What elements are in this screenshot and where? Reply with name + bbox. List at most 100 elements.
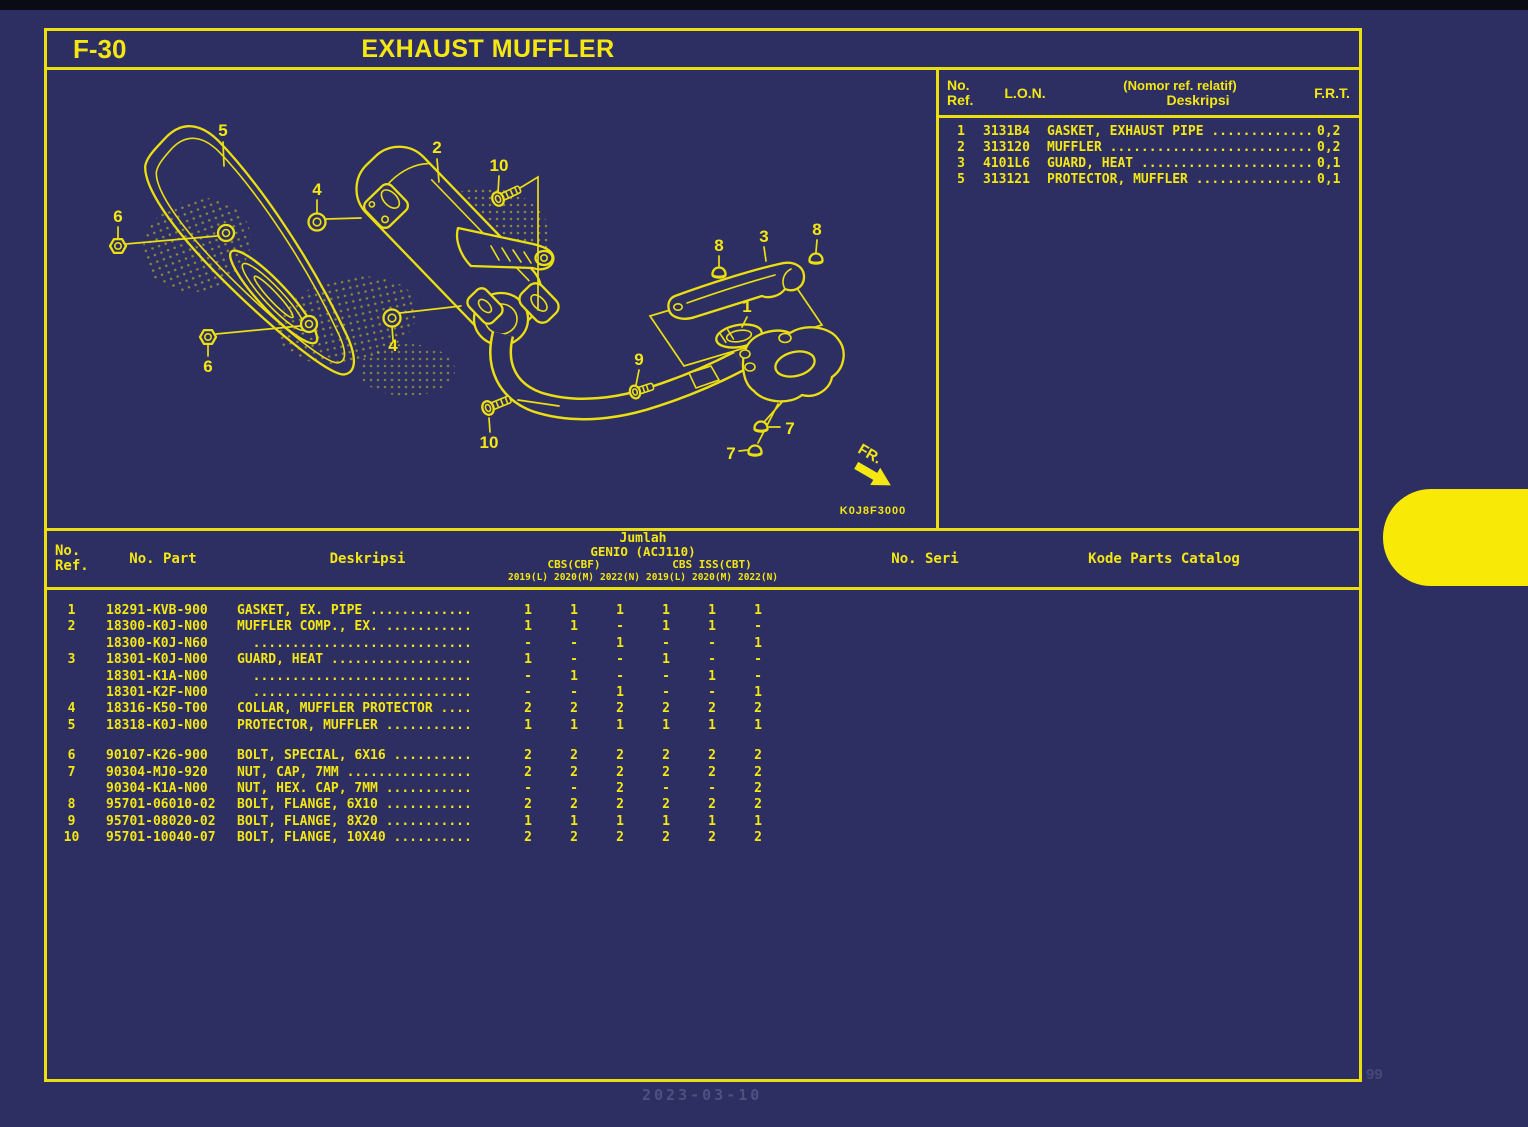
quantity-value: - <box>754 619 762 635</box>
quantity-value: - <box>616 668 624 684</box>
ref-no: 8 <box>67 797 76 813</box>
parts-table-header: No. Ref. No. Part Deskripsi Jumlah GENIO… <box>47 531 1359 590</box>
quantity-value: - <box>708 685 716 701</box>
kode-cell <box>1069 652 1259 668</box>
ref-no: 6 <box>67 748 76 764</box>
quantity-value: 2 <box>662 701 670 717</box>
kode-cell <box>1069 781 1259 797</box>
serial-cell <box>781 652 1069 668</box>
serial-cell <box>781 701 1069 717</box>
kode-cell <box>1069 718 1259 734</box>
quantity-value: 1 <box>754 603 762 618</box>
callout-10: 10 <box>480 433 499 452</box>
quantity-value: 2 <box>570 701 578 717</box>
quantity-value: 1 <box>524 619 532 635</box>
protector-bosses <box>216 223 319 334</box>
callout-3: 3 <box>759 227 768 246</box>
part-description: GUARD, HEAT .................. <box>237 652 472 668</box>
part-description: ............................ <box>237 668 472 684</box>
parts-table-row: 9 95701-08020-02 BOLT, FLANGE, 8X20 ......… <box>47 814 1359 830</box>
quantity-value: 2 <box>524 764 532 780</box>
serial-cell <box>781 685 1069 701</box>
serial-cell <box>781 619 1069 635</box>
serial-cell <box>781 797 1069 813</box>
quantity-value: 2 <box>662 764 670 780</box>
parts-table-row: 18301-K2F-N00 ..........................… <box>47 685 1359 701</box>
serial-cell <box>781 781 1069 797</box>
quantity-value: 1 <box>708 619 716 635</box>
quantity-value: 1 <box>616 813 624 829</box>
callout-9: 9 <box>634 350 643 369</box>
part-description: NUT, CAP, 7MM ................ <box>237 764 472 780</box>
ref-no <box>47 636 96 652</box>
lon-code: 313120 <box>983 140 1030 155</box>
ref-no: 4 <box>67 701 76 717</box>
ref-no: 7 <box>67 764 76 780</box>
part-number: 95701-10040-07 <box>106 830 216 846</box>
quantity-value: 2 <box>616 701 624 717</box>
quantity-value: 2 <box>662 797 670 813</box>
quantity-value: 2 <box>616 764 624 780</box>
callout-4: 4 <box>388 336 398 355</box>
callout-8: 8 <box>812 220 821 239</box>
ref-no <box>47 685 96 701</box>
bolt-10-bottom <box>479 391 515 418</box>
part-description: GASKET, EXHAUST PIPE ............. <box>1047 124 1314 139</box>
part-number: 18301-K0J-N00 <box>106 652 208 668</box>
quantity-value: 1 <box>754 813 762 829</box>
quantity-value: 2 <box>570 748 578 764</box>
year-label: 2022(N) <box>737 572 779 583</box>
collar-4-bottom <box>382 308 402 328</box>
kode-cell <box>1069 603 1259 619</box>
year-label: 2019(L) <box>507 572 549 583</box>
quantity-value: 1 <box>708 668 716 684</box>
part-description: GUARD, HEAT ...................... <box>1047 156 1314 171</box>
nut-7-bottom <box>747 444 763 457</box>
quantity-value: 1 <box>662 603 670 618</box>
pipe-mount <box>739 326 845 403</box>
bolt-6-top <box>108 237 128 255</box>
quantity-value: 1 <box>708 717 716 733</box>
kode-cell <box>1069 765 1259 781</box>
callout-7: 7 <box>726 444 735 463</box>
part-description: BOLT, SPECIAL, 6X16 .......... <box>237 748 472 764</box>
quantity-value: - <box>662 781 670 797</box>
lon-code: 4101L6 <box>983 156 1030 171</box>
quantity-value: 1 <box>616 717 624 733</box>
quantity-value: 1 <box>524 603 532 618</box>
quantity-value: 1 <box>754 717 762 733</box>
parts-header-no-part: No. Part <box>129 551 197 567</box>
ref-no: 1 <box>67 603 76 618</box>
quantity-value: 2 <box>524 797 532 813</box>
quantity-value: 1 <box>570 717 578 733</box>
part-description: ............................ <box>237 685 472 701</box>
ref-no: 1 <box>957 124 965 139</box>
quantity-value: 2 <box>754 764 762 780</box>
exhaust-pipe <box>489 331 745 421</box>
quantity-value: 2 <box>754 748 762 764</box>
serial-cell <box>781 636 1069 652</box>
title-bar: F-30 EXHAUST MUFFLER <box>47 31 1359 70</box>
part-description: NUT, HEX. CAP, 7MM ........... <box>237 781 472 797</box>
kode-cell <box>1069 669 1259 685</box>
ref-no: 9 <box>67 813 76 829</box>
quantity-value: - <box>754 668 762 684</box>
part-description: BOLT, FLANGE, 8X20 ........... <box>237 813 472 829</box>
ref-no: 2 <box>957 140 965 155</box>
quantity-value: 2 <box>708 748 716 764</box>
quantity-value: 2 <box>708 797 716 813</box>
part-number: 95701-08020-02 <box>106 813 216 829</box>
kode-cell <box>1069 636 1259 652</box>
quantity-value: - <box>524 635 532 651</box>
quantity-value: 2 <box>708 830 716 846</box>
quantity-value: 2 <box>524 830 532 846</box>
callout-6: 6 <box>113 207 122 226</box>
quantity-value: 2 <box>616 830 624 846</box>
side-tab-pill[interactable] <box>1383 489 1528 586</box>
serial-cell <box>781 765 1069 781</box>
quantity-value: 1 <box>524 717 532 733</box>
